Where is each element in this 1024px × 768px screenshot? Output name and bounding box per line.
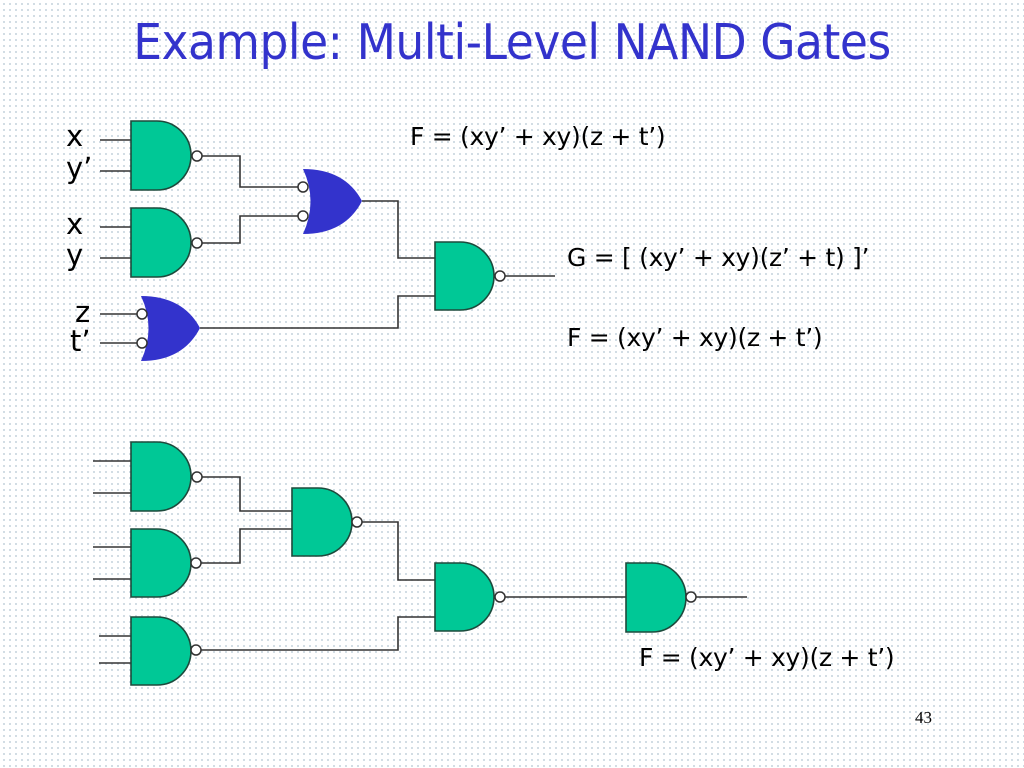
inversion-bubble bbox=[494, 591, 506, 603]
wire-nand1-to-level2 bbox=[202, 476, 292, 512]
nand-gate-2 bbox=[130, 528, 202, 598]
input-label-x1: x bbox=[66, 119, 84, 153]
page-number: 43 bbox=[915, 708, 932, 727]
nand-gate-output-g bbox=[434, 241, 506, 311]
inversion-bubble bbox=[191, 237, 203, 249]
input-label-t-prime: t’ bbox=[70, 324, 91, 358]
inversion-bubble bbox=[685, 591, 697, 603]
inversion-bubble bbox=[190, 644, 202, 656]
inversion-bubble bbox=[494, 270, 506, 282]
inversion-bubble bbox=[191, 150, 203, 162]
input-label-y-prime: y’ bbox=[66, 151, 93, 185]
wire-nand2-to-or bbox=[202, 215, 298, 244]
inversion-bubble bbox=[136, 337, 148, 349]
nand-gate-level-3 bbox=[434, 562, 506, 632]
inversion-bubble bbox=[190, 557, 202, 569]
nand-gate-inverter bbox=[625, 562, 697, 633]
wire-nand3-to-level3 bbox=[201, 616, 435, 651]
nand-gate-xy-prime bbox=[130, 120, 203, 191]
or-gate-negated-inputs-zt bbox=[136, 296, 200, 361]
inversion-bubble bbox=[136, 308, 148, 320]
or-gate-negated-inputs-upper bbox=[297, 169, 362, 234]
inversion-bubble bbox=[297, 210, 309, 222]
inversion-bubble bbox=[191, 471, 203, 483]
equation-g: G = [ (xy’ + xy)(z’ + t) ]’ bbox=[567, 243, 870, 272]
equation-f-top: F = (xy’ + xy)(z + t’) bbox=[410, 122, 666, 151]
wire-or-upper-to-nand bbox=[362, 200, 435, 259]
equation-f-bottom: F = (xy’ + xy)(z + t’) bbox=[639, 643, 895, 672]
wire-nand1-to-or bbox=[202, 155, 298, 188]
nand-gate-3 bbox=[130, 616, 202, 686]
slide-title: Example: Multi-Level NAND Gates bbox=[133, 14, 891, 71]
wire-nand2-to-level2 bbox=[201, 528, 292, 564]
nand-gate-1 bbox=[130, 441, 203, 512]
nand-gate-level-2 bbox=[291, 487, 363, 557]
input-label-x2: x bbox=[66, 207, 84, 241]
bottom-circuit bbox=[93, 441, 747, 686]
nand-gate-xy bbox=[130, 207, 203, 278]
top-circuit bbox=[100, 120, 555, 361]
input-label-y: y bbox=[66, 238, 84, 272]
inversion-bubble bbox=[351, 516, 363, 528]
wire-or-zt-to-nand bbox=[200, 295, 435, 329]
input-label-z: z bbox=[75, 295, 91, 329]
wire-level2-to-level3 bbox=[362, 521, 435, 581]
inversion-bubble bbox=[297, 181, 309, 193]
equation-f-middle: F = (xy’ + xy)(z + t’) bbox=[567, 323, 823, 352]
